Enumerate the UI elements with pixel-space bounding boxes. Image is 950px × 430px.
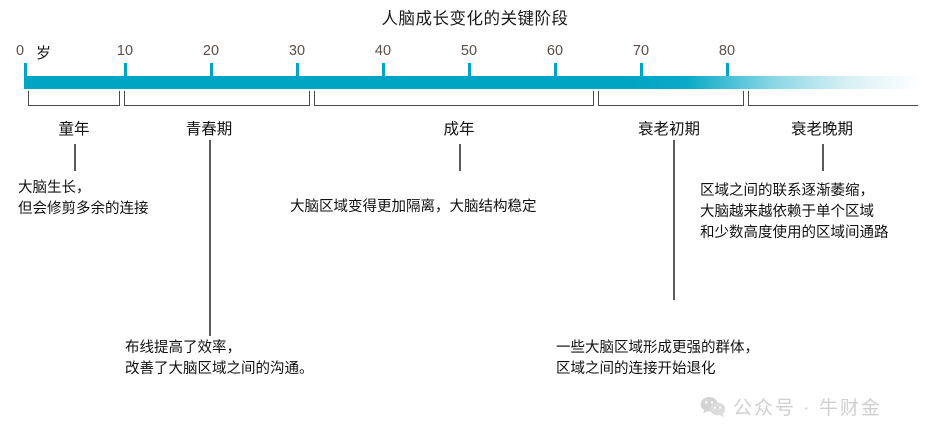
- axis-tick-label-30: 30: [288, 43, 306, 59]
- axis-tick-40: [382, 63, 385, 85]
- axis-tick-label-80: 80: [718, 43, 736, 59]
- axis-tick-50: [468, 63, 471, 85]
- axis-tick-label-70: 70: [632, 43, 650, 59]
- stage-label-late-aging: 衰老晚期: [790, 121, 854, 138]
- leader-line-early-aging: [673, 140, 675, 300]
- axis-tick-label-10: 10: [116, 43, 134, 59]
- watermark: 公众号 · 牛财金: [700, 393, 882, 420]
- leader-line-childhood: [74, 144, 76, 171]
- axis-tick-label-20: 20: [202, 43, 220, 59]
- stage-bracket-early-aging: [598, 91, 744, 106]
- annotation-late-aging-line-3: 和少数高度使用的区域间通路: [700, 225, 889, 242]
- timeline-bar: [24, 76, 920, 89]
- stage-bracket-late-aging: [748, 91, 918, 106]
- annotation-adulthood: 大脑区域变得更加隔离，大脑结构稳定: [290, 197, 537, 218]
- axis-tick-label-50: 50: [460, 43, 478, 59]
- annotation-early-aging-line-2: 区域之间的连接开始退化: [556, 361, 716, 378]
- annotation-late-aging-line-1: 区域之间的联系逐渐萎缩，: [700, 183, 874, 199]
- annotation-childhood-line-2: 但会修剪多余的连接: [18, 201, 149, 218]
- axis-tick-60: [554, 63, 557, 85]
- axis-unit-label: 岁: [36, 45, 52, 62]
- axis-tick-0: [24, 63, 27, 85]
- annotation-childhood: 大脑生长， 但会修剪多余的连接: [18, 178, 149, 220]
- annotation-late-aging-line-2: 大脑越来越依赖于单个区域: [700, 204, 874, 221]
- stage-bracket-adolescence: [124, 91, 310, 106]
- annotation-early-aging: 一些大脑区域形成更强的群体， 区域之间的连接开始退化: [556, 338, 759, 380]
- axis-tick-10: [124, 63, 127, 85]
- annotation-adolescence: 布线提高了效率， 改善了大脑区域之间的沟通。: [125, 338, 314, 380]
- leader-line-adolescence: [209, 140, 211, 336]
- axis-tick-label-60: 60: [546, 43, 564, 59]
- stage-label-childhood: 童年: [58, 121, 90, 138]
- annotation-adulthood-line-1: 大脑区域变得更加隔离，大脑结构稳定: [290, 199, 537, 215]
- axis-tick-20: [210, 63, 213, 85]
- stage-label-adulthood: 成年: [443, 121, 475, 138]
- page-title: 人脑成长变化的关键阶段: [381, 10, 569, 28]
- annotation-late-aging: 区域之间的联系逐渐萎缩， 大脑越来越依赖于单个区域 和少数高度使用的区域间通路: [700, 181, 889, 244]
- stage-bracket-childhood: [28, 91, 120, 106]
- axis-tick-70: [640, 63, 643, 85]
- stage-label-adolescence: 青春期: [185, 121, 233, 138]
- axis-tick-30: [296, 63, 299, 85]
- axis-tick-label-0: 0: [15, 43, 25, 59]
- watermark-text: 公众号 · 牛财金: [733, 398, 882, 419]
- annotation-adolescence-line-1: 布线提高了效率，: [125, 340, 241, 356]
- leader-line-late-aging: [822, 144, 824, 171]
- stage-bracket-adulthood: [314, 91, 594, 106]
- axis-tick-80: [726, 63, 729, 85]
- annotation-childhood-line-1: 大脑生长，: [18, 180, 91, 196]
- leader-line-adulthood: [459, 144, 461, 171]
- stage-label-early-aging: 衰老初期: [637, 121, 701, 138]
- annotation-early-aging-line-1: 一些大脑区域形成更强的群体，: [556, 340, 759, 356]
- wechat-icon: [700, 396, 726, 418]
- annotation-adolescence-line-2: 改善了大脑区域之间的沟通。: [125, 361, 314, 378]
- axis-tick-label-40: 40: [374, 43, 392, 59]
